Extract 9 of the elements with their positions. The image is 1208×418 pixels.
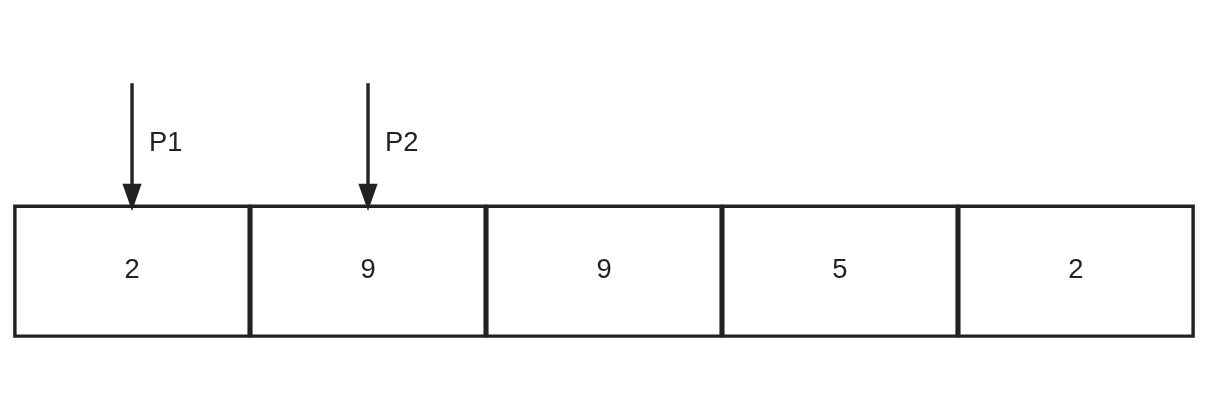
edge-label: P2 bbox=[385, 126, 419, 158]
node-box: 2 bbox=[13, 204, 251, 338]
arrow bbox=[358, 83, 378, 212]
node-box: 2 bbox=[957, 204, 1195, 338]
arrow bbox=[122, 83, 142, 212]
node-box: 5 bbox=[721, 204, 959, 338]
node-box: 9 bbox=[485, 204, 723, 338]
edge-label: P1 bbox=[149, 126, 183, 158]
node-box: 9 bbox=[249, 204, 487, 338]
